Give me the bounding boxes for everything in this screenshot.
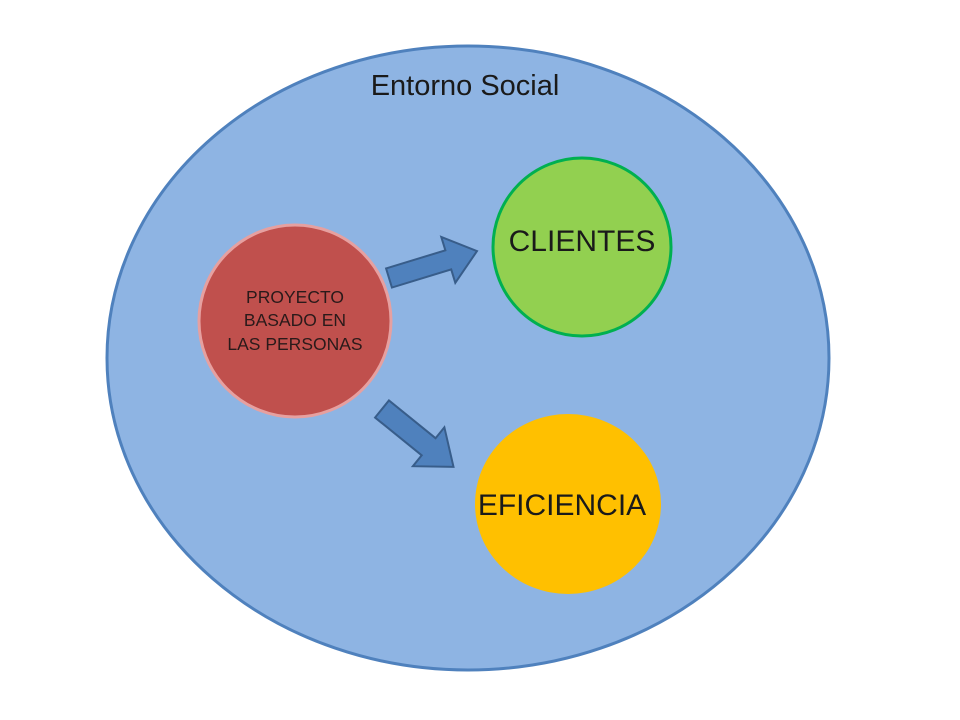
- diagram-title: Entorno Social: [370, 70, 560, 103]
- arrow-to-eficiencia: [373, 399, 455, 468]
- proyecto-circle: [197, 223, 393, 419]
- arrow-to-clientes: [384, 235, 479, 289]
- clientes-circle: [491, 156, 673, 338]
- clientes-label: CLIENTES: [508, 224, 656, 258]
- eficiencia-circle: [475, 414, 661, 594]
- proyecto-label: PROYECTO BASADO EN LAS PERSONAS: [227, 286, 363, 354]
- eficiencia-label: EFICIENCIA: [477, 488, 647, 522]
